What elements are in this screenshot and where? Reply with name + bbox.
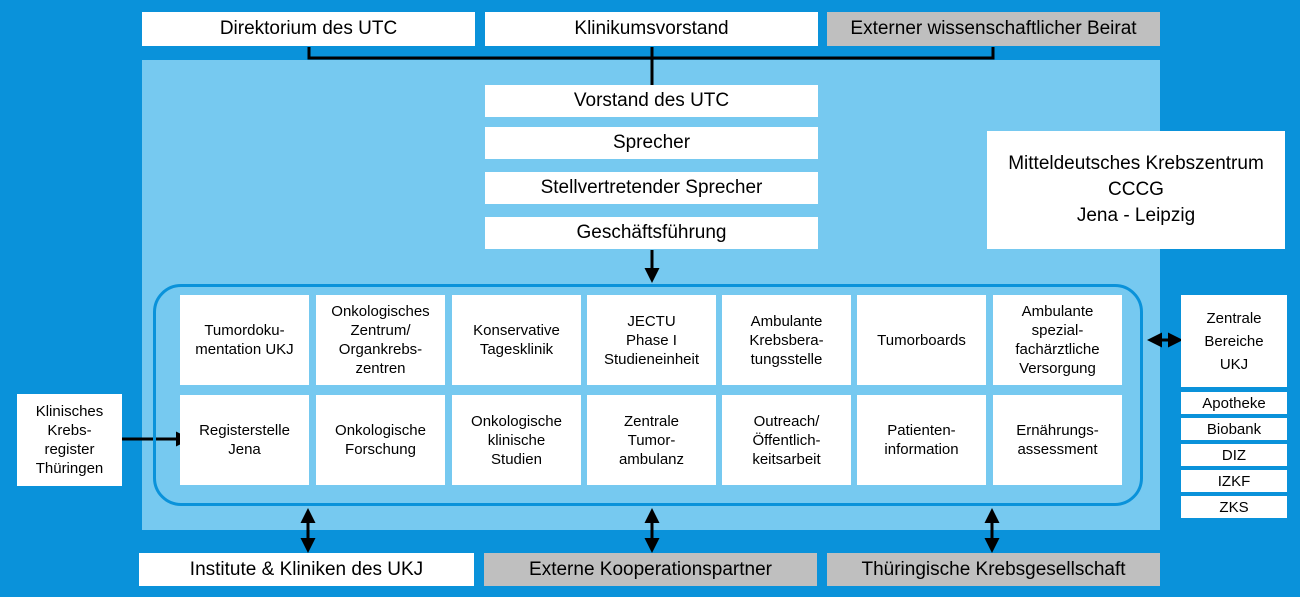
zks-box: ZKS <box>1181 496 1287 518</box>
unit-asv: Ambulante spezial- fachärztliche Versorg… <box>993 295 1122 385</box>
sprecher-box: Sprecher <box>485 127 818 159</box>
unit-forschung: Onkologische Forschung <box>316 395 445 485</box>
unit-tumordokumentation: Tumordoku- mentation UKJ <box>180 295 309 385</box>
beirat-box: Externer wissenschaftlicher Beirat <box>827 12 1160 46</box>
gesellschaft-box: Thüringische Krebsgesellschaft <box>827 553 1160 586</box>
mdkz-box: Mitteldeutsches Krebszentrum CCCG Jena -… <box>987 131 1285 249</box>
unit-patienteninformation: Patienten- information <box>857 395 986 485</box>
vorstand-box: Vorstand des UTC <box>485 85 818 117</box>
unit-tumorambulanz: Zentrale Tumor- ambulanz <box>587 395 716 485</box>
unit-jectu: JECTU Phase I Studieneinheit <box>587 295 716 385</box>
diz-box: DIZ <box>1181 444 1287 466</box>
zentrale-bereiche-box: Zentrale Bereiche UKJ <box>1181 295 1287 387</box>
izkf-box: IZKF <box>1181 470 1287 492</box>
unit-onkologisches-zentrum: Onkologisches Zentrum/ Organkrebs- zentr… <box>316 295 445 385</box>
unit-registerstelle: Registerstelle Jena <box>180 395 309 485</box>
krebsregister-box: Klinisches Krebs- register Thüringen <box>17 394 122 486</box>
unit-ernaehrung: Ernährungs- assessment <box>993 395 1122 485</box>
unit-klinische-studien: Onkologische klinische Studien <box>452 395 581 485</box>
units-frame <box>153 284 1143 506</box>
direktorium-box: Direktorium des UTC <box>142 12 475 46</box>
unit-tumorboards: Tumorboards <box>857 295 986 385</box>
institute-box: Institute & Kliniken des UKJ <box>139 553 474 586</box>
biobank-box: Biobank <box>1181 418 1287 440</box>
unit-outreach: Outreach/ Öffentlich- keitsarbeit <box>722 395 851 485</box>
klinikumsvorstand-box: Klinikumsvorstand <box>485 12 818 46</box>
kooperation-box: Externe Kooperationspartner <box>484 553 817 586</box>
unit-tagesklinik: Konservative Tagesklinik <box>452 295 581 385</box>
stellvertreter-box: Stellvertretender Sprecher <box>485 172 818 204</box>
unit-krebsberatung: Ambulante Krebsbera- tungsstelle <box>722 295 851 385</box>
geschaeftsfuehrung-box: Geschäftsführung <box>485 217 818 249</box>
apotheke-box: Apotheke <box>1181 392 1287 414</box>
